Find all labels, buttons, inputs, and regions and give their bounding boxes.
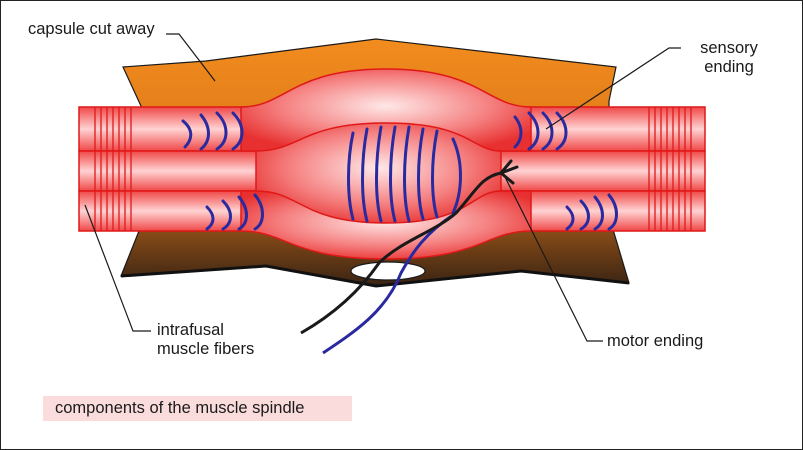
label-intrafusal-line1: intrafusal xyxy=(157,321,254,340)
label-sensory-ending: sensory ending xyxy=(684,39,774,77)
label-motor-ending: motor ending xyxy=(607,332,703,351)
nerve-entry-opening xyxy=(351,262,425,280)
label-sensory-line1: sensory xyxy=(684,39,774,58)
label-sensory-line2: ending xyxy=(684,58,774,77)
label-capsule-cut-away: capsule cut away xyxy=(28,20,155,39)
label-intrafusal-line2: muscle fibers xyxy=(157,340,254,359)
figure-caption: components of the muscle spindle xyxy=(43,396,352,421)
striations-left xyxy=(95,107,131,231)
label-intrafusal-muscle-fibers: intrafusal muscle fibers xyxy=(157,321,254,359)
